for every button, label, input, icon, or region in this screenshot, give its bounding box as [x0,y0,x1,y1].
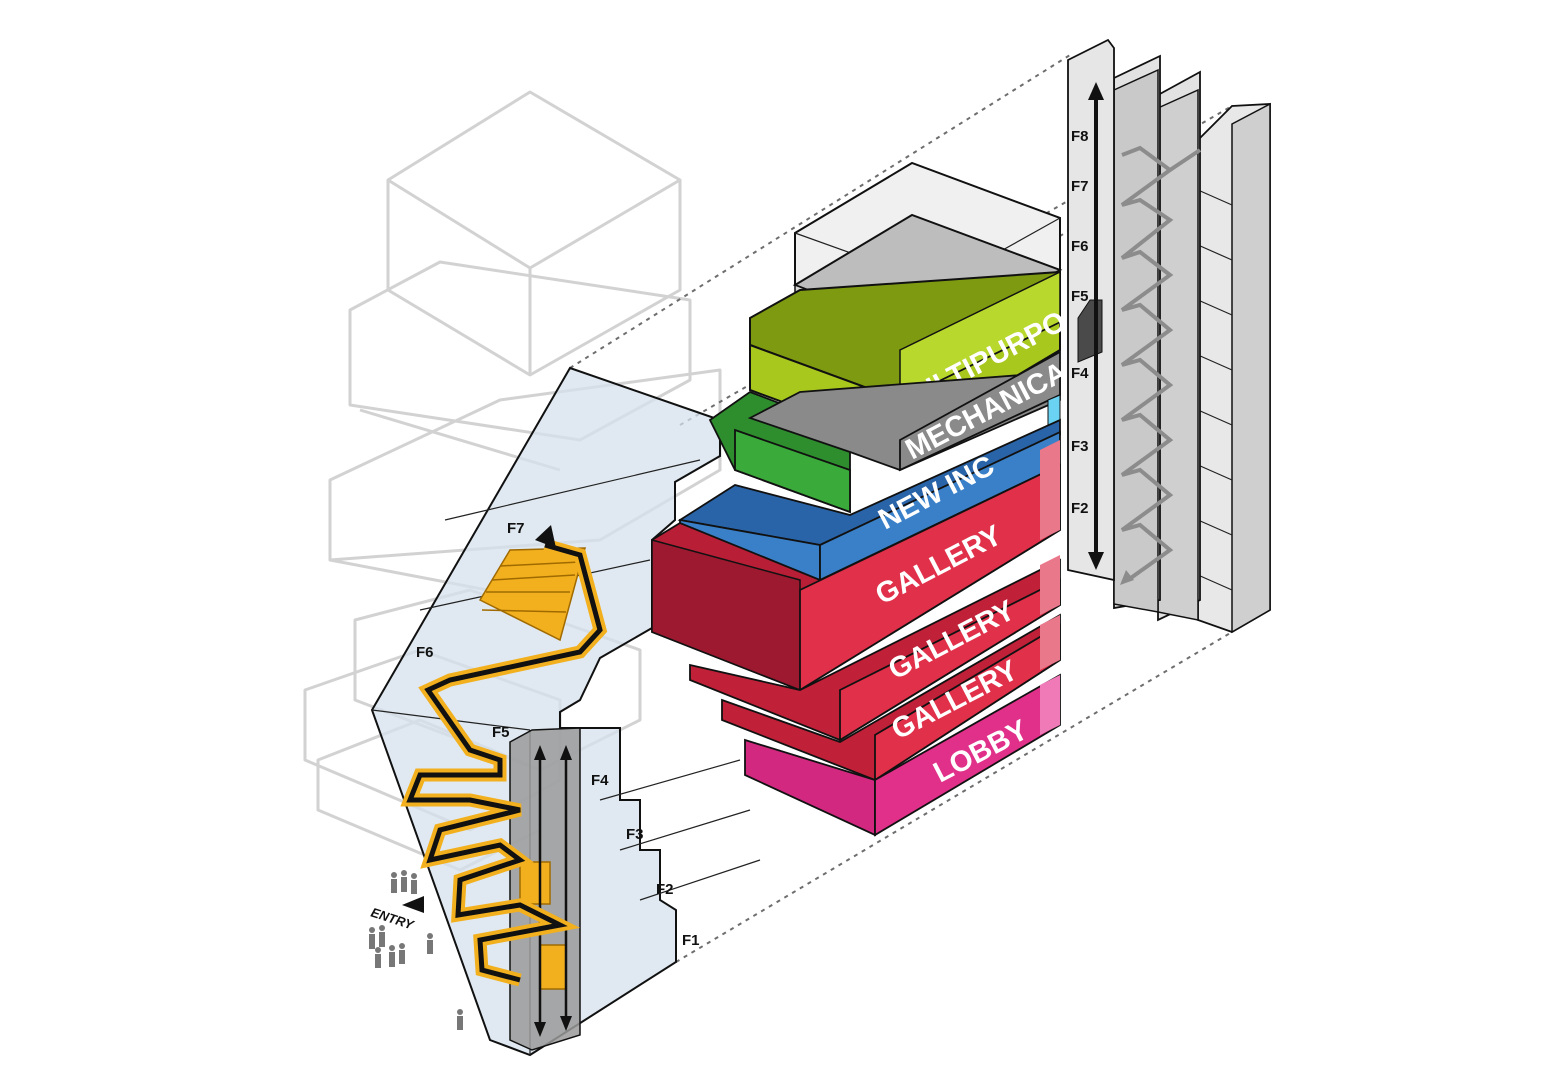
lobby-block: LOBBY [744,673,1061,837]
section-floor-label: F7 [507,520,525,537]
section-elevator-shaft [509,727,581,1051]
section-floor-label: F5 [492,724,510,741]
core-floor-label: F8 [1071,128,1089,145]
core-floor-label: F4 [1071,365,1089,382]
section-floor-label: F4 [591,772,609,789]
section-floor-label: F6 [416,644,434,661]
core-floor-label: F5 [1071,288,1089,305]
entry-marker: ENTRY [369,896,424,933]
core-floor-label: F2 [1071,500,1089,517]
core-floor-label: F6 [1071,238,1089,255]
grand-stair [400,525,608,987]
section-floor-label: F1 [682,932,700,949]
gallery-block-2: GALLERY [689,555,1061,742]
core-floor-label: F7 [1071,178,1089,195]
section-floor-labels: F7 F6 F5 F4 F3 F2 F1 [416,520,700,949]
core-floor-labels: F8 F7 F6 F5 F4 F3 F2 [1071,128,1089,517]
program-stack: MULTIPURPOSE ARTIST STUDIO MECHANICAL NE… [651,161,1106,837]
section-floor-label: F3 [626,826,644,843]
section-floor-label: F2 [656,881,674,898]
gallery-block-1: GALLERY [651,440,1061,692]
people-figures [369,870,463,1030]
entry-label: ENTRY [369,905,417,933]
core-floor-label: F3 [1071,438,1089,455]
circulation-core [1067,38,1271,634]
